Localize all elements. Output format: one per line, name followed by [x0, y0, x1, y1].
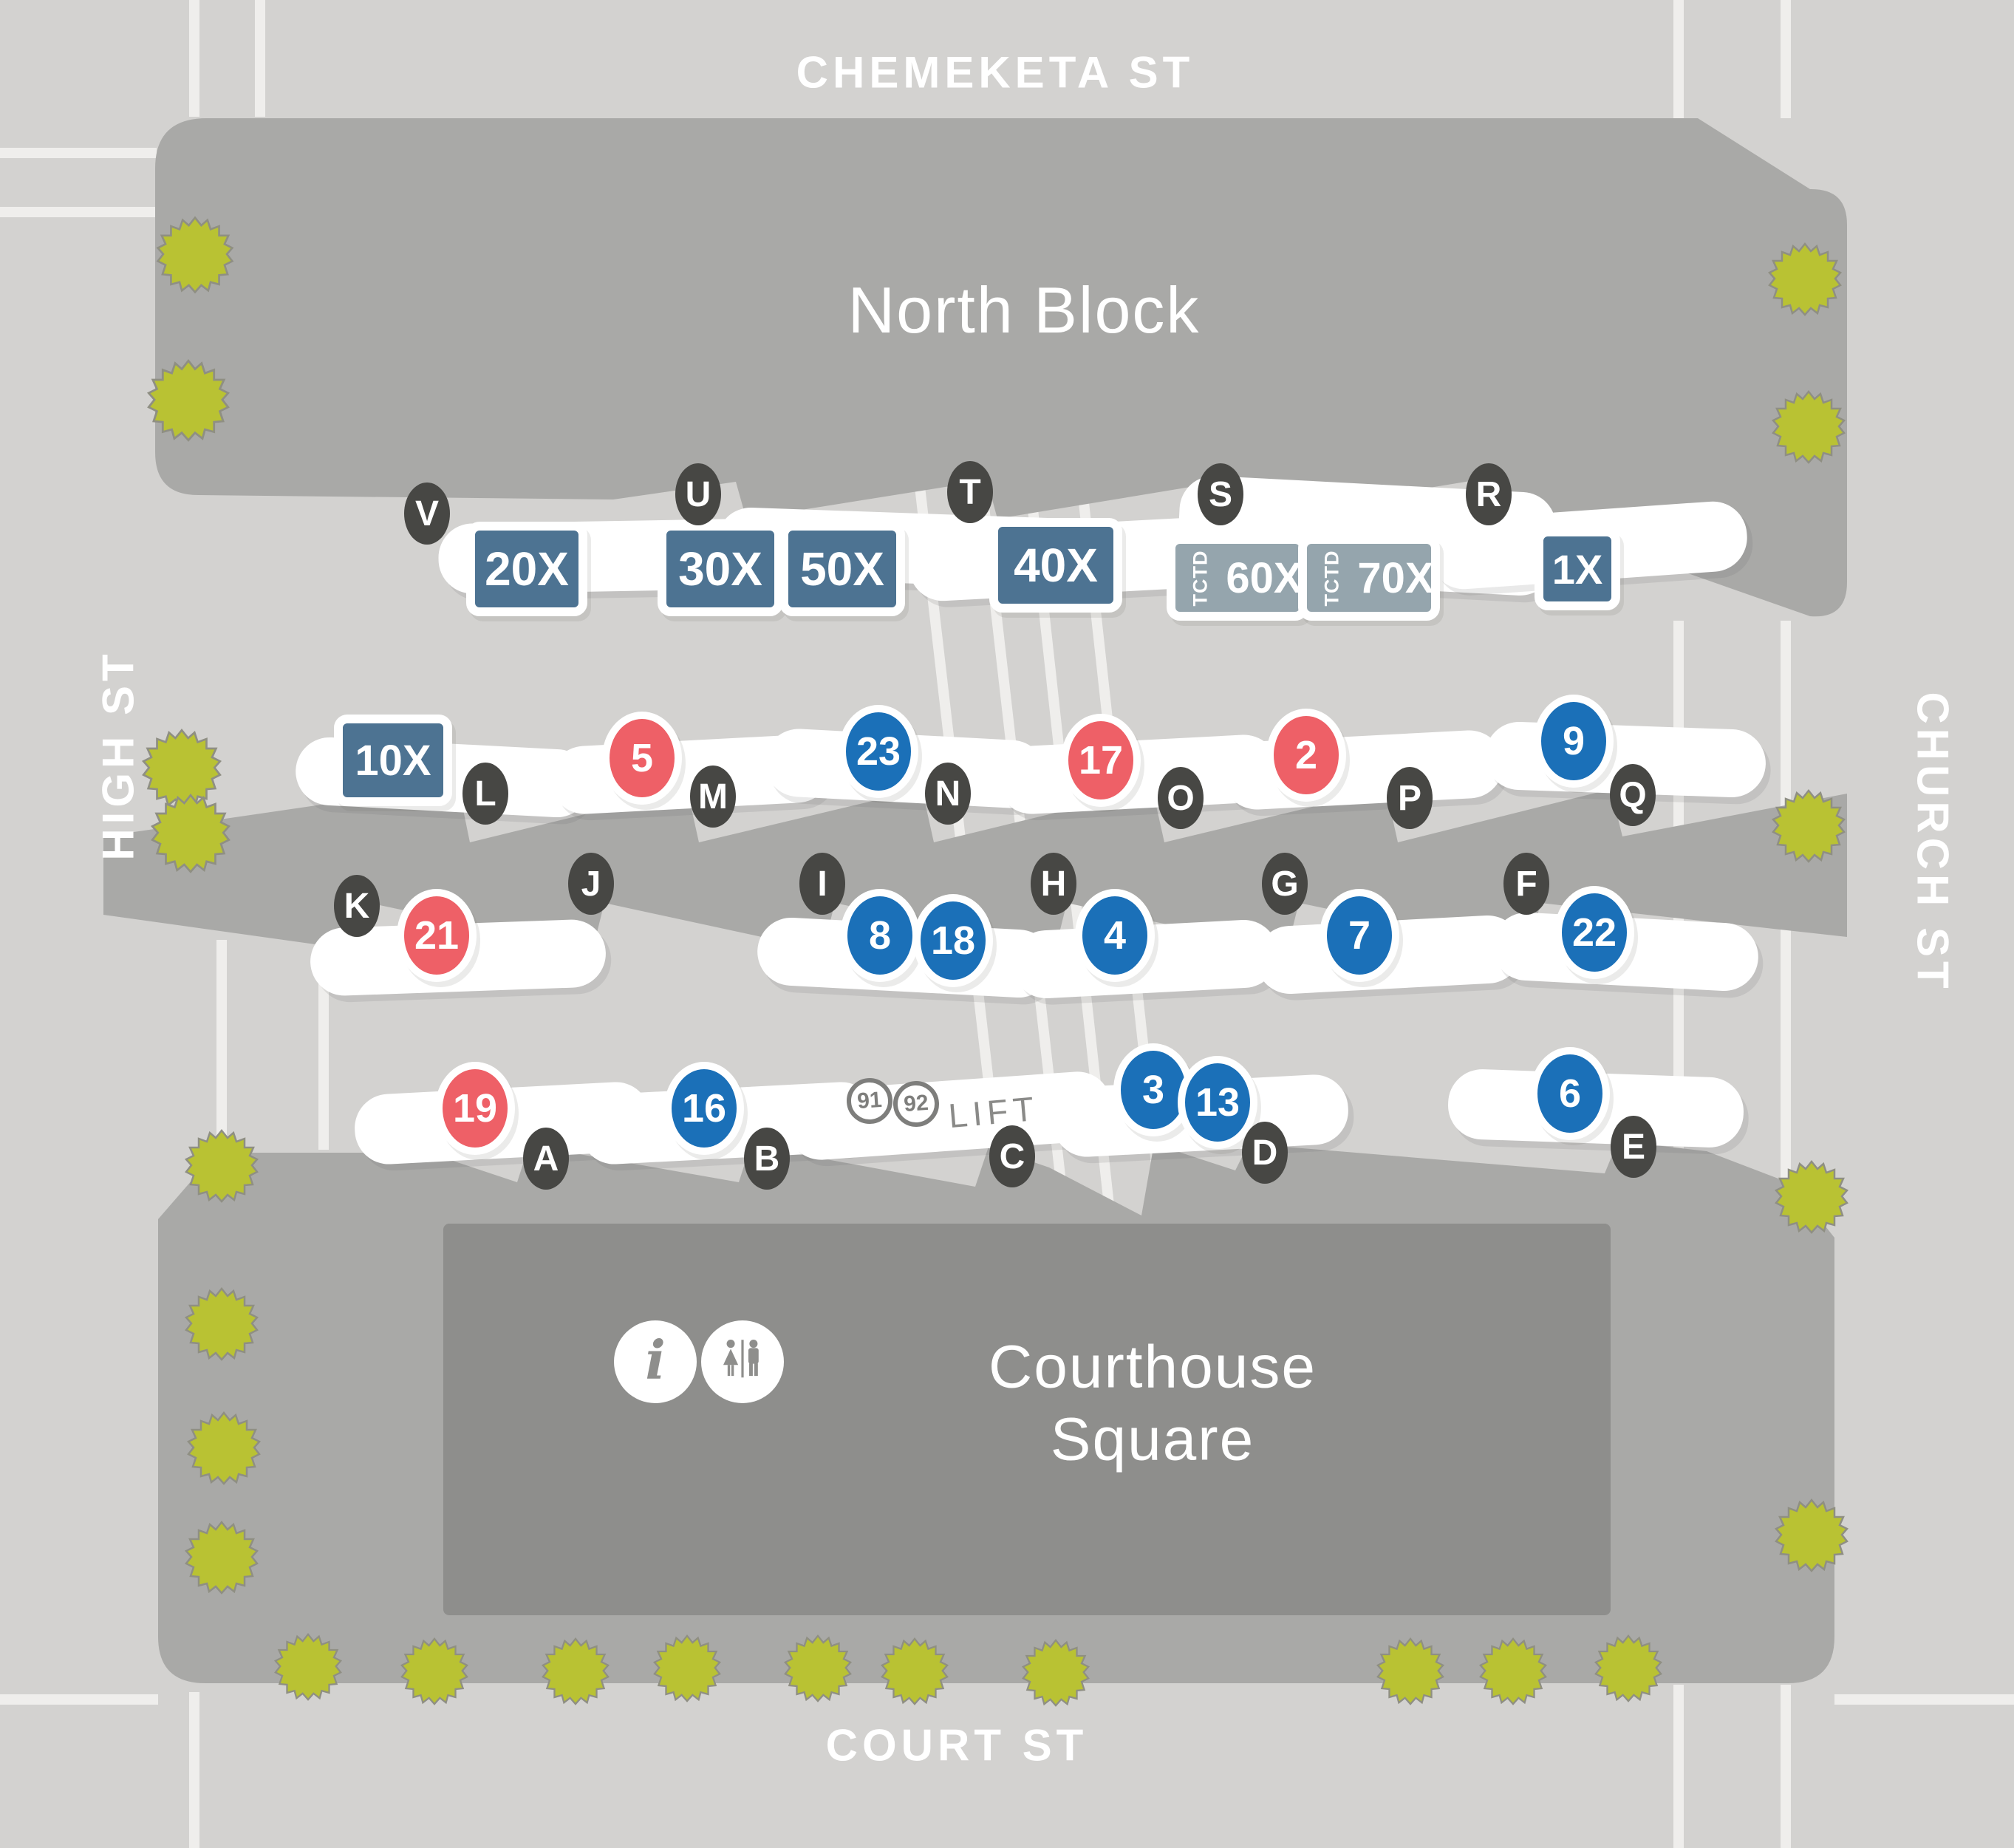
info-icon-glyph: i: [645, 1328, 666, 1391]
route-circle-8: 8: [840, 889, 920, 982]
route-circle-16: 16: [664, 1062, 744, 1155]
route-badge-50x: 50X: [779, 522, 905, 616]
stop-letter-s: S: [1198, 463, 1243, 525]
street-label-church: CHURCH ST: [1908, 692, 1958, 993]
route-badge-tctd-60x: TCTD 60X: [1167, 535, 1308, 621]
route-circle-4: 4: [1075, 889, 1155, 982]
route-circle-19: 19: [435, 1062, 515, 1155]
stop-letter-d: D: [1242, 1122, 1288, 1184]
route-badge-20x: 20X: [466, 522, 587, 616]
stop-letter-u: U: [675, 463, 721, 525]
restroom-pictogram: [723, 1340, 759, 1378]
north-block-shape: [155, 118, 1847, 617]
stop-letter-n: N: [925, 763, 971, 825]
route-badge-30x: 30X: [658, 522, 783, 616]
tctd-agency-label: TCTD: [1320, 550, 1343, 606]
route-circle-9: 9: [1534, 695, 1614, 788]
stop-letter-h: H: [1031, 853, 1076, 915]
stop-letter-r: R: [1466, 463, 1512, 525]
route-circle-13: 13: [1178, 1056, 1257, 1149]
route-badge-10x: 10X: [334, 715, 452, 806]
route-circle-22: 22: [1554, 886, 1634, 979]
route-circle-23: 23: [839, 705, 918, 798]
stop-letter-e: E: [1611, 1116, 1656, 1178]
street-label-court: COURT ST: [825, 1720, 1088, 1770]
stop-letter-a: A: [523, 1128, 569, 1190]
route-circle-17: 17: [1061, 714, 1141, 807]
route-badge-1x: 1X: [1535, 528, 1620, 610]
courthouse-square-label-line1: Courthouse: [989, 1333, 1317, 1401]
stop-letter-t: T: [947, 461, 993, 523]
route-circle-7: 7: [1320, 889, 1399, 982]
middle-platform-shape: [103, 785, 1847, 950]
stop-letter-v: V: [404, 483, 450, 545]
stop-letter-c: C: [989, 1125, 1035, 1187]
courthouse-square-label-line2: Square: [1050, 1406, 1255, 1473]
restroom-icon: [701, 1320, 784, 1403]
route-badge-40x: 40X: [989, 518, 1122, 613]
route-circle-21: 21: [397, 889, 477, 982]
stop-letter-m: M: [690, 766, 736, 828]
route-circle-5: 5: [602, 712, 682, 805]
tctd-route-number: 70X: [1357, 553, 1434, 602]
tctd-route-number: 60X: [1226, 553, 1303, 602]
courthouse-square-label: Courthouse Square: [989, 1332, 1317, 1477]
stop-letter-k: K: [334, 875, 380, 937]
street-label-high: HIGH ST: [93, 649, 143, 861]
stop-letter-g: G: [1262, 853, 1308, 915]
stop-letter-o: O: [1158, 767, 1204, 829]
route-circle-6: 6: [1530, 1047, 1610, 1140]
info-icon: i: [614, 1320, 697, 1403]
tctd-agency-label: TCTD: [1189, 550, 1212, 606]
stop-letter-i: I: [799, 853, 845, 915]
route-circle-2: 2: [1266, 709, 1346, 802]
stop-letter-p: P: [1387, 767, 1433, 829]
street-label-chemeketa: CHEMEKETA ST: [796, 47, 1195, 98]
route-badge-tctd-70x: TCTD 70X: [1298, 535, 1440, 621]
stop-letter-f: F: [1503, 853, 1549, 915]
lift-label: LIFT: [946, 1088, 1041, 1136]
north-block-label: North Block: [847, 273, 1201, 347]
stop-letter-l: L: [462, 763, 508, 825]
route-circle-18: 18: [913, 894, 993, 987]
stop-letter-q: Q: [1610, 764, 1656, 826]
stop-letter-j: J: [568, 853, 614, 915]
stop-letter-b: B: [744, 1128, 790, 1190]
